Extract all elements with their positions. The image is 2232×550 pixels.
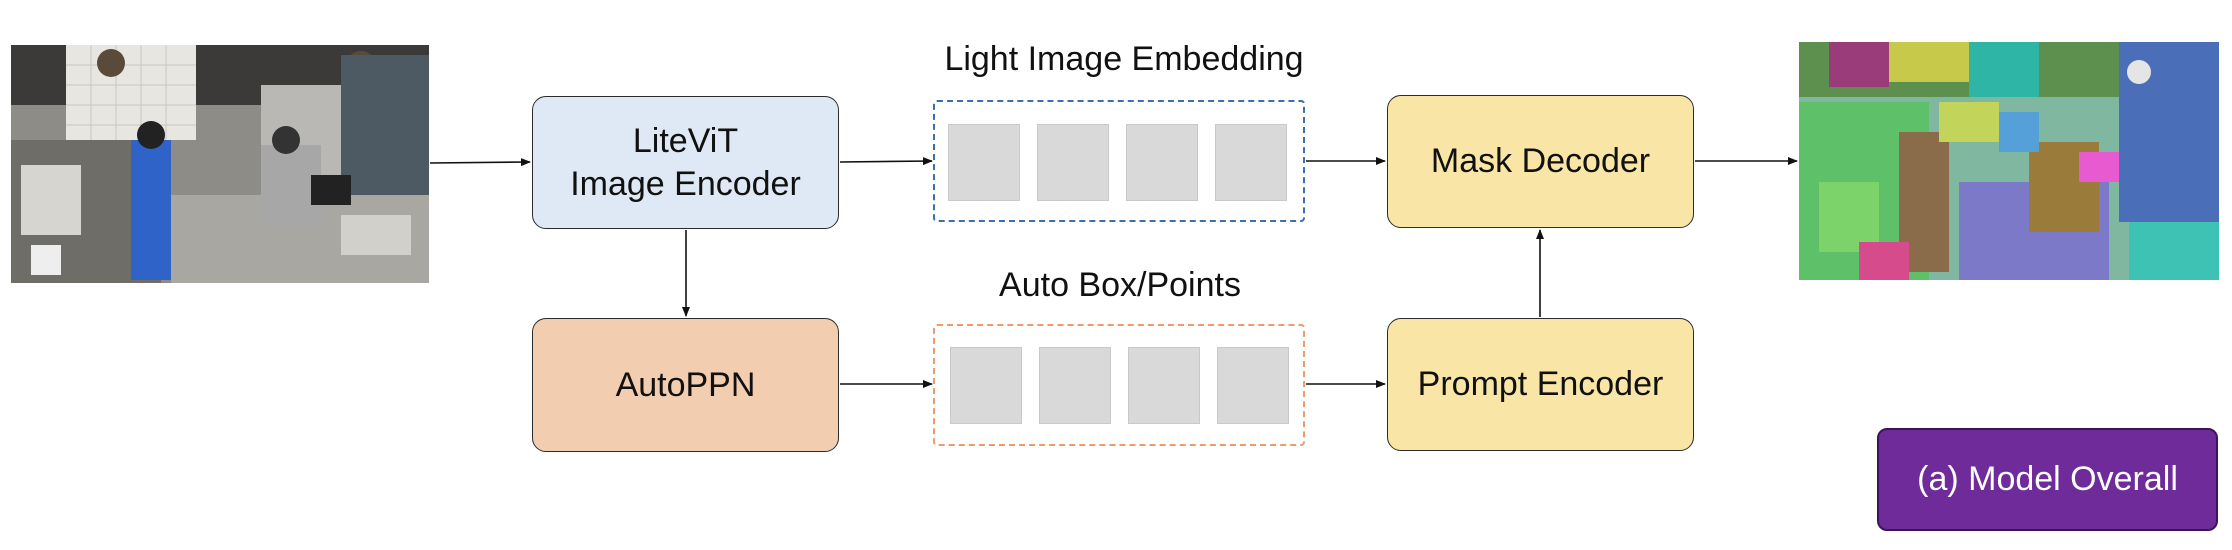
model-overall-badge: (a) Model Overall	[1877, 428, 2218, 531]
points-token-group	[933, 324, 1305, 446]
prompt-encoder-box: Prompt Encoder	[1387, 318, 1694, 451]
points-token	[1128, 347, 1200, 424]
prompt-encoder-label: Prompt Encoder	[1417, 365, 1664, 404]
box-points-label: Auto Box/Points	[999, 266, 1241, 304]
embedding-token-group	[933, 100, 1305, 222]
model-overall-badge-label: (a) Model Overall	[1917, 460, 2178, 498]
image-encoder-subtitle: Image Encoder	[570, 164, 801, 203]
autoppn-box: AutoPPN	[532, 318, 839, 452]
mask-decoder-box: Mask Decoder	[1387, 95, 1694, 228]
embedding-token	[948, 124, 1020, 201]
image-encoder-title: LiteViT	[632, 122, 739, 160]
output-segmentation-image	[1799, 42, 2219, 280]
input-image	[11, 45, 429, 283]
autoppn-label: AutoPPN	[615, 365, 756, 404]
points-token	[1039, 347, 1111, 424]
embedding-token	[1215, 124, 1287, 201]
mask-decoder-label: Mask Decoder	[1430, 142, 1651, 181]
embedding-label: Light Image Embedding	[944, 40, 1304, 78]
image-encoder-box: LiteViT Image Encoder	[532, 96, 839, 229]
points-token	[1217, 347, 1289, 424]
arrow-input-to-encoder	[429, 158, 531, 167]
embedding-token	[1037, 124, 1109, 201]
embedding-token	[1126, 124, 1198, 201]
segmentation-illustration	[1799, 42, 2219, 280]
arrow-encoder-to-embedding	[839, 157, 933, 166]
points-token	[950, 347, 1022, 424]
input-image-illustration	[11, 45, 429, 283]
